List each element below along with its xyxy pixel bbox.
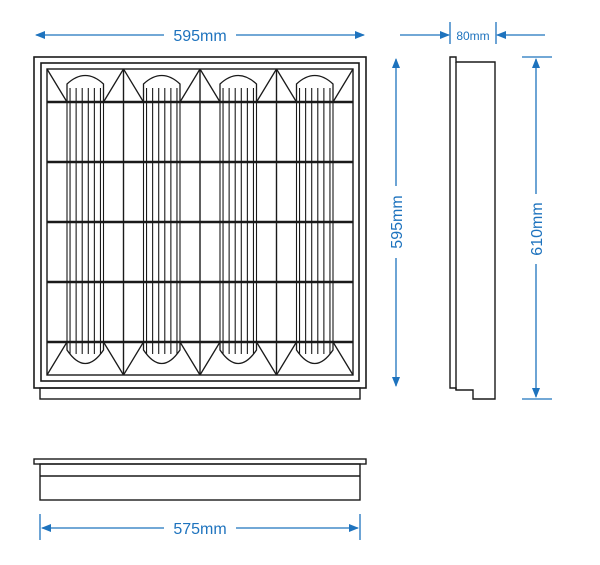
louvre-bottom-edge (199, 341, 278, 376)
side-view (449, 56, 496, 400)
dimension-front-width: 595mm (35, 26, 365, 45)
louvre-bottom-arch (66, 342, 105, 365)
louvre-top-edge (275, 68, 354, 103)
louvre-top-edge (199, 68, 278, 103)
dim-label-front-width: 595mm (173, 28, 226, 45)
louvre-bottom-arch (295, 342, 334, 365)
louvre-bottom-edge (122, 341, 201, 376)
dimension-bottom-width: 575mm (39, 514, 361, 540)
louvre-bottom-arch (219, 342, 258, 365)
side-profile (449, 56, 496, 400)
front-view (33, 56, 367, 400)
louvre-top-edge (46, 68, 125, 103)
louvre-bottom-arch (142, 342, 181, 365)
bottom-flange (33, 458, 367, 465)
dim-label-depth: 80mm (456, 29, 489, 43)
dim-label-front-height: 595mm (389, 195, 406, 248)
louvre-bottom-edge (46, 341, 125, 376)
louvre-top-arch (142, 74, 181, 102)
front-inner-frame (40, 62, 360, 382)
dimension-front-height: 595mm (387, 58, 406, 387)
dimension-side-height: 610mm (522, 56, 552, 400)
louvre-top-arch (219, 74, 258, 102)
louvre-top-arch (66, 74, 105, 102)
front-bottom-lip (39, 387, 361, 400)
dim-label-side-height: 610mm (529, 202, 546, 255)
louvre-bottom-edge (275, 341, 354, 376)
bottom-body (39, 463, 361, 501)
bottom-view (33, 458, 367, 501)
dim-label-bottom-width: 575mm (173, 521, 226, 538)
dimension-depth: 80mm (400, 22, 545, 44)
louvre-top-edge (122, 68, 201, 103)
grille (46, 68, 354, 376)
louvre-top-arch (295, 74, 334, 102)
